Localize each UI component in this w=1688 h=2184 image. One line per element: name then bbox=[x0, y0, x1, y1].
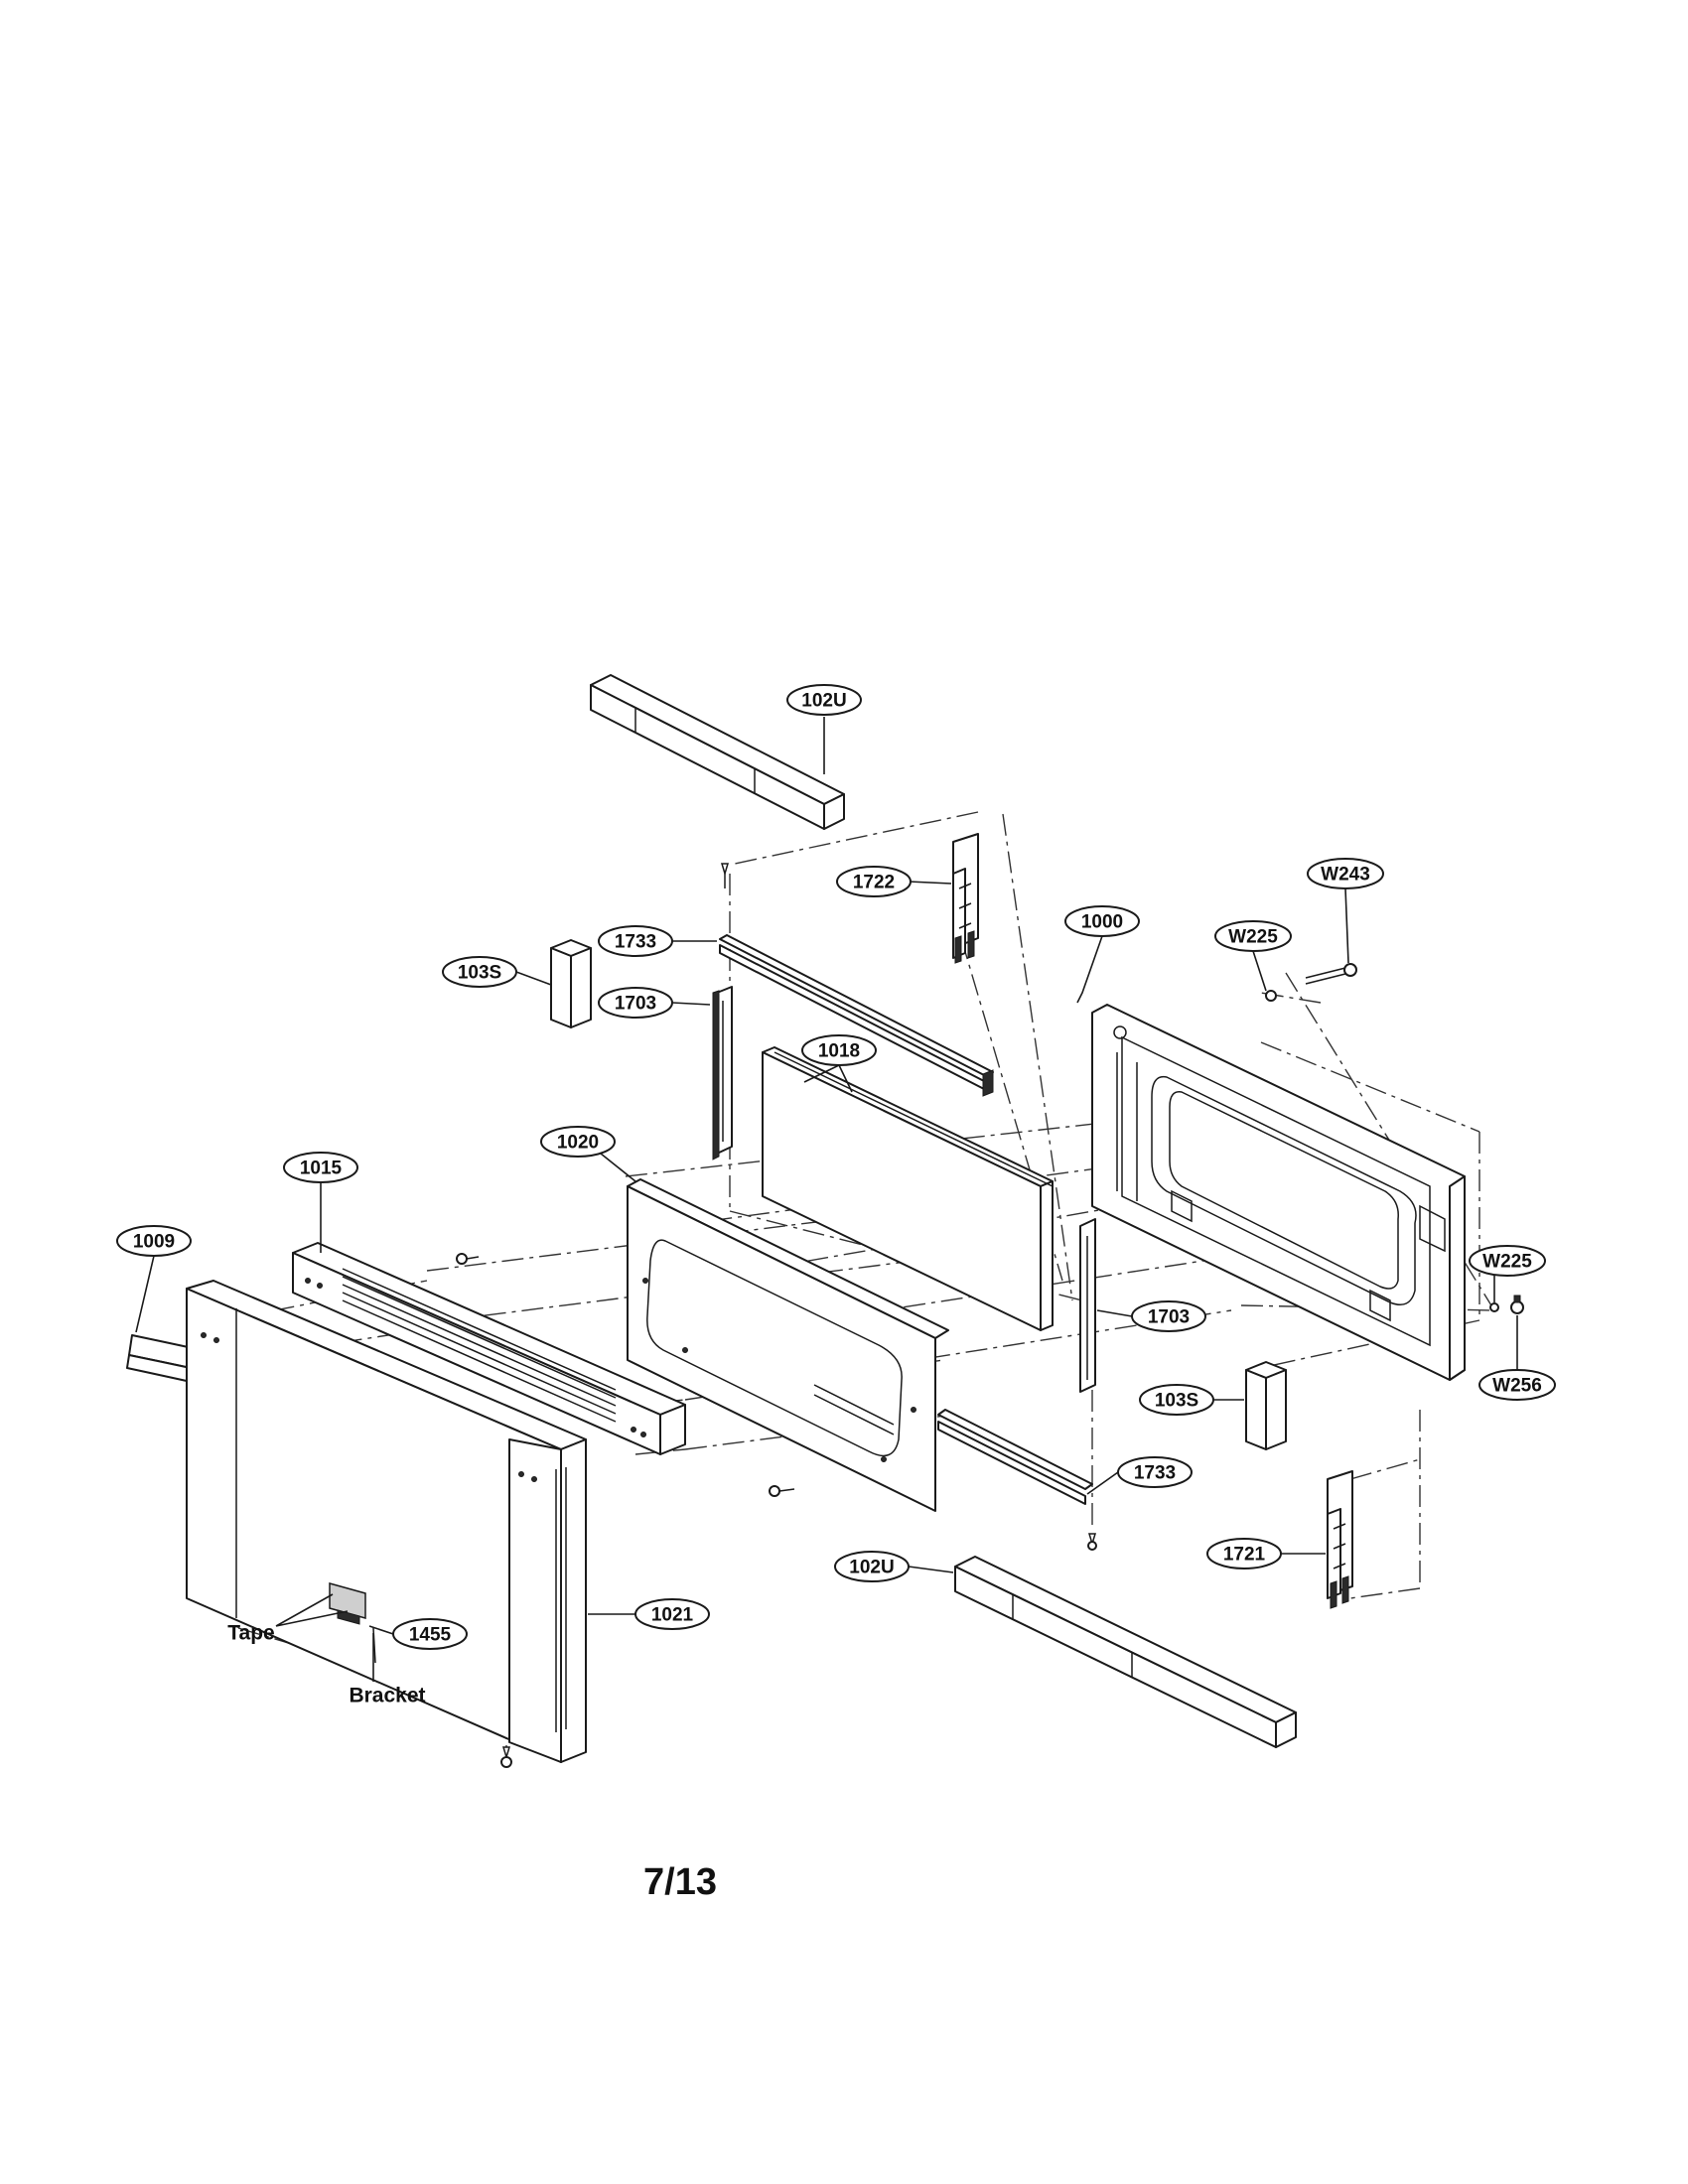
part-1455-bracket bbox=[329, 1582, 376, 1664]
svg-text:1703: 1703 bbox=[615, 994, 656, 1015]
callout-1020: 1020 bbox=[540, 1126, 616, 1158]
svg-text:103S: 103S bbox=[458, 963, 501, 984]
callout-w225-right: W225 bbox=[1469, 1245, 1546, 1277]
callout-w225-top: W225 bbox=[1214, 920, 1292, 952]
part-w256-nut bbox=[1510, 1295, 1524, 1314]
bracket-label: Bracket bbox=[349, 1685, 425, 1707]
svg-text:W243: W243 bbox=[1321, 865, 1370, 886]
part-1000-door-frame bbox=[1091, 1004, 1466, 1381]
svg-text:1703: 1703 bbox=[1148, 1307, 1190, 1328]
callout-w256: W256 bbox=[1478, 1369, 1556, 1401]
svg-text:1018: 1018 bbox=[818, 1041, 860, 1062]
callout-1703-right: 1703 bbox=[1131, 1300, 1206, 1332]
part-1015-vent-trim bbox=[292, 1242, 686, 1455]
part-w243-screw bbox=[1305, 963, 1357, 985]
svg-text:W225: W225 bbox=[1228, 927, 1278, 948]
part-1703-left-strip bbox=[712, 986, 733, 1160]
part-screw-1020 bbox=[769, 1485, 795, 1497]
callout-1009: 1009 bbox=[116, 1225, 192, 1257]
svg-text:1000: 1000 bbox=[1081, 912, 1123, 933]
callout-w243: W243 bbox=[1307, 858, 1384, 889]
part-1703-right-strip bbox=[1079, 1218, 1096, 1393]
svg-text:1009: 1009 bbox=[133, 1232, 175, 1253]
svg-text:W256: W256 bbox=[1492, 1376, 1542, 1397]
svg-text:1721: 1721 bbox=[1223, 1545, 1266, 1566]
part-1733-bottom-channel bbox=[937, 1409, 1093, 1505]
callout-102u-top: 102U bbox=[786, 684, 862, 716]
part-102u-top bbox=[590, 674, 845, 830]
part-1721-hinge bbox=[1327, 1470, 1353, 1609]
part-screw-1015 bbox=[456, 1253, 480, 1265]
callout-1722: 1722 bbox=[836, 866, 912, 897]
svg-text:W225: W225 bbox=[1482, 1252, 1532, 1273]
part-1733-top-channel bbox=[719, 934, 994, 1097]
svg-text:102U: 102U bbox=[801, 691, 846, 712]
part-screw-top bbox=[720, 863, 730, 888]
page-number: 7/13 bbox=[643, 1861, 717, 1903]
svg-text:1733: 1733 bbox=[1134, 1463, 1176, 1484]
svg-text:1733: 1733 bbox=[615, 932, 656, 953]
callout-1000: 1000 bbox=[1064, 905, 1140, 937]
part-103s-right bbox=[1245, 1361, 1287, 1450]
callout-1733-bottom: 1733 bbox=[1117, 1456, 1193, 1488]
part-1722-hinge bbox=[952, 833, 979, 964]
part-103s-left bbox=[550, 939, 592, 1028]
part-w225-top-washer bbox=[1265, 990, 1277, 1002]
svg-text:1722: 1722 bbox=[853, 873, 895, 893]
svg-text:1455: 1455 bbox=[409, 1625, 452, 1646]
callout-1721: 1721 bbox=[1206, 1538, 1282, 1570]
callout-103s-right: 103S bbox=[1139, 1384, 1214, 1416]
svg-text:1020: 1020 bbox=[557, 1133, 599, 1154]
part-screw-bottom bbox=[500, 1746, 512, 1768]
callout-1733-top: 1733 bbox=[598, 925, 673, 957]
leader-lines bbox=[135, 717, 1518, 1682]
callout-102u-bottom: 102U bbox=[834, 1551, 910, 1582]
part-102u-bottom bbox=[954, 1556, 1297, 1748]
svg-text:1021: 1021 bbox=[651, 1605, 694, 1626]
callout-1018: 1018 bbox=[801, 1034, 877, 1066]
callout-1021: 1021 bbox=[634, 1598, 710, 1630]
svg-text:103S: 103S bbox=[1155, 1391, 1198, 1412]
callout-1703-left: 1703 bbox=[598, 987, 673, 1019]
part-w225-right-washer bbox=[1489, 1302, 1499, 1312]
part-1020-inner-panel bbox=[627, 1178, 949, 1512]
callout-1015: 1015 bbox=[283, 1152, 358, 1183]
svg-text:102U: 102U bbox=[849, 1558, 894, 1578]
tape-label: Tape bbox=[227, 1622, 274, 1645]
part-1018-glass-panes bbox=[762, 1046, 1054, 1331]
callout-103s-left: 103S bbox=[442, 956, 517, 988]
part-1021-outer-door bbox=[186, 1280, 587, 1763]
svg-text:1015: 1015 bbox=[300, 1159, 343, 1179]
callout-1455: 1455 bbox=[392, 1618, 468, 1650]
part-screw-middle bbox=[1087, 1533, 1097, 1551]
